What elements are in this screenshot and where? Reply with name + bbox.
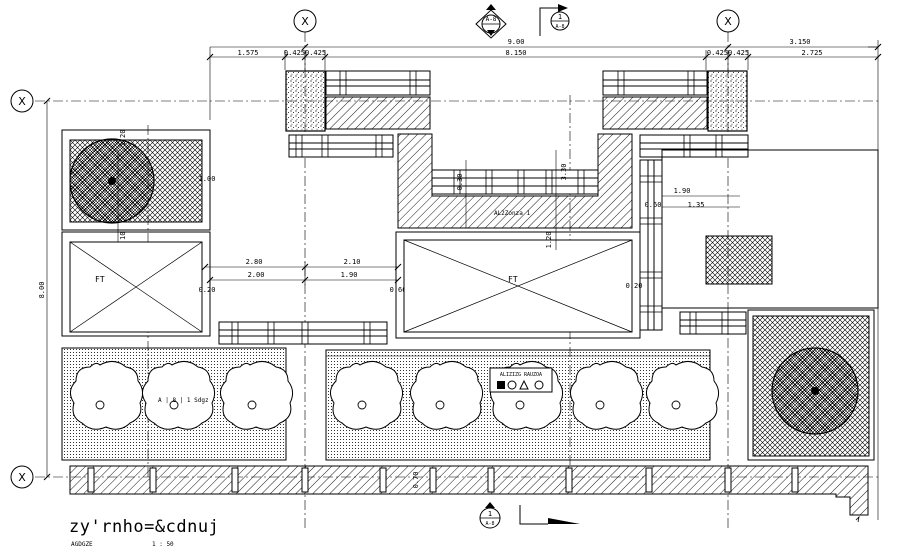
svg-text:1: 1 — [488, 510, 492, 518]
dim-ft-c: 2.10 — [344, 258, 361, 266]
scale-value: 1 : 50 — [152, 541, 174, 548]
grid-bubble-top-right: X — [716, 9, 740, 33]
svg-text:A-8: A-8 — [555, 24, 564, 30]
room-center — [395, 231, 641, 339]
dim-center-a: 0.30 — [456, 174, 464, 191]
dim-room-top: 1.20 — [119, 130, 127, 147]
dim-center-b: 3.30 — [560, 164, 568, 181]
svg-text:X: X — [301, 15, 309, 28]
dimension-left-vertical — [43, 97, 51, 481]
dimension-lines-right — [662, 195, 740, 208]
stone-pier-right — [707, 70, 748, 132]
footing-left — [69, 241, 203, 333]
svg-text:A-8: A-8 — [486, 16, 497, 23]
dim-right-c: 1.35 — [688, 201, 705, 209]
dim-right-d: 0.20 — [626, 282, 643, 290]
dim-room-bottom: 1.10 — [119, 232, 127, 249]
svg-text:X: X — [18, 95, 26, 108]
dim-left-seg: 1.575 — [237, 49, 258, 57]
pad-right — [705, 235, 773, 285]
dim-bottom-a: 0.70 — [412, 472, 420, 489]
tree-note-left: A | 8 | 1 Sdgz — [158, 397, 209, 404]
dim-right-seg: 2.725 — [801, 49, 822, 57]
shrubs — [70, 361, 720, 430]
footing-center — [403, 239, 633, 333]
planter-note-box: ALIZIZG RAUZOA — [489, 367, 553, 393]
dim-center-c: 1.20 — [545, 232, 553, 249]
dim-left-vertical: 8.00 — [38, 282, 46, 299]
dim-right-b: 0.60 — [645, 201, 662, 209]
dim-top-overall: 9.00 — [508, 38, 525, 46]
dim-right-overall: 3.150 — [789, 38, 810, 46]
dim-ft-f: 0.20 — [199, 286, 216, 294]
wall-bottom-strip — [69, 465, 869, 516]
wall-u-shape — [397, 133, 633, 229]
dim-ft-e: 1.90 — [341, 271, 358, 279]
section-mark-top-a: A-8 — [475, 4, 507, 39]
dim-right-a: 1.90 — [674, 187, 691, 195]
dimension-ticks — [206, 43, 882, 61]
grid-bubble-top-left: X — [293, 9, 317, 33]
svg-text:X: X — [724, 15, 732, 28]
bottom-strip-columns — [87, 467, 799, 493]
dim-ft-g: 0.60 — [390, 286, 407, 294]
dimension-lines-mid — [201, 262, 402, 285]
stone-pier-left — [285, 70, 326, 132]
dim-pier-left: 0.4250.425 — [284, 49, 326, 57]
dim-ft-a: 1.00 — [199, 175, 216, 183]
railing-ticks — [231, 71, 729, 344]
grid-bubble-left-upper: X — [10, 89, 34, 113]
dim-ft-d: 2.00 — [248, 271, 265, 279]
wall-top-left — [325, 96, 431, 130]
dim-mid-span: 8.150 — [505, 49, 526, 57]
dim-ft-b: 2.80 — [246, 258, 263, 266]
center-box-note: AL2Zonza 1 — [494, 210, 531, 217]
footing-left-label: FT — [95, 275, 105, 284]
section-mark-bottom: 1 A-8 — [479, 502, 580, 529]
dimension-lines-top — [209, 40, 879, 520]
drawing-title: zy'rnho=&cdnuj — [69, 517, 220, 537]
room-left-mid — [61, 231, 211, 337]
section-mark-top-b: 1 A-8 — [539, 4, 570, 36]
tree-left-upper — [69, 138, 155, 224]
scale-label: AGDGZE — [71, 541, 93, 548]
room-right — [661, 149, 879, 309]
shrub-centers — [95, 400, 681, 410]
room-right-lower — [747, 309, 875, 461]
svg-text:A-8: A-8 — [485, 521, 494, 527]
grid-bubble-left-lower: X — [10, 465, 34, 489]
svg-text:X: X — [18, 471, 26, 484]
footing-center-label: FT — [508, 275, 518, 284]
svg-text:ALIZIZG RAUZOA: ALIZIZG RAUZOA — [500, 372, 542, 378]
corner-mark — [855, 515, 860, 523]
dim-pier-right: 0.4250.425 — [707, 49, 749, 57]
wall-top-right — [602, 96, 708, 130]
tree-right-lower — [771, 347, 859, 435]
room-left-upper — [61, 129, 211, 231]
svg-text:1: 1 — [558, 13, 562, 21]
